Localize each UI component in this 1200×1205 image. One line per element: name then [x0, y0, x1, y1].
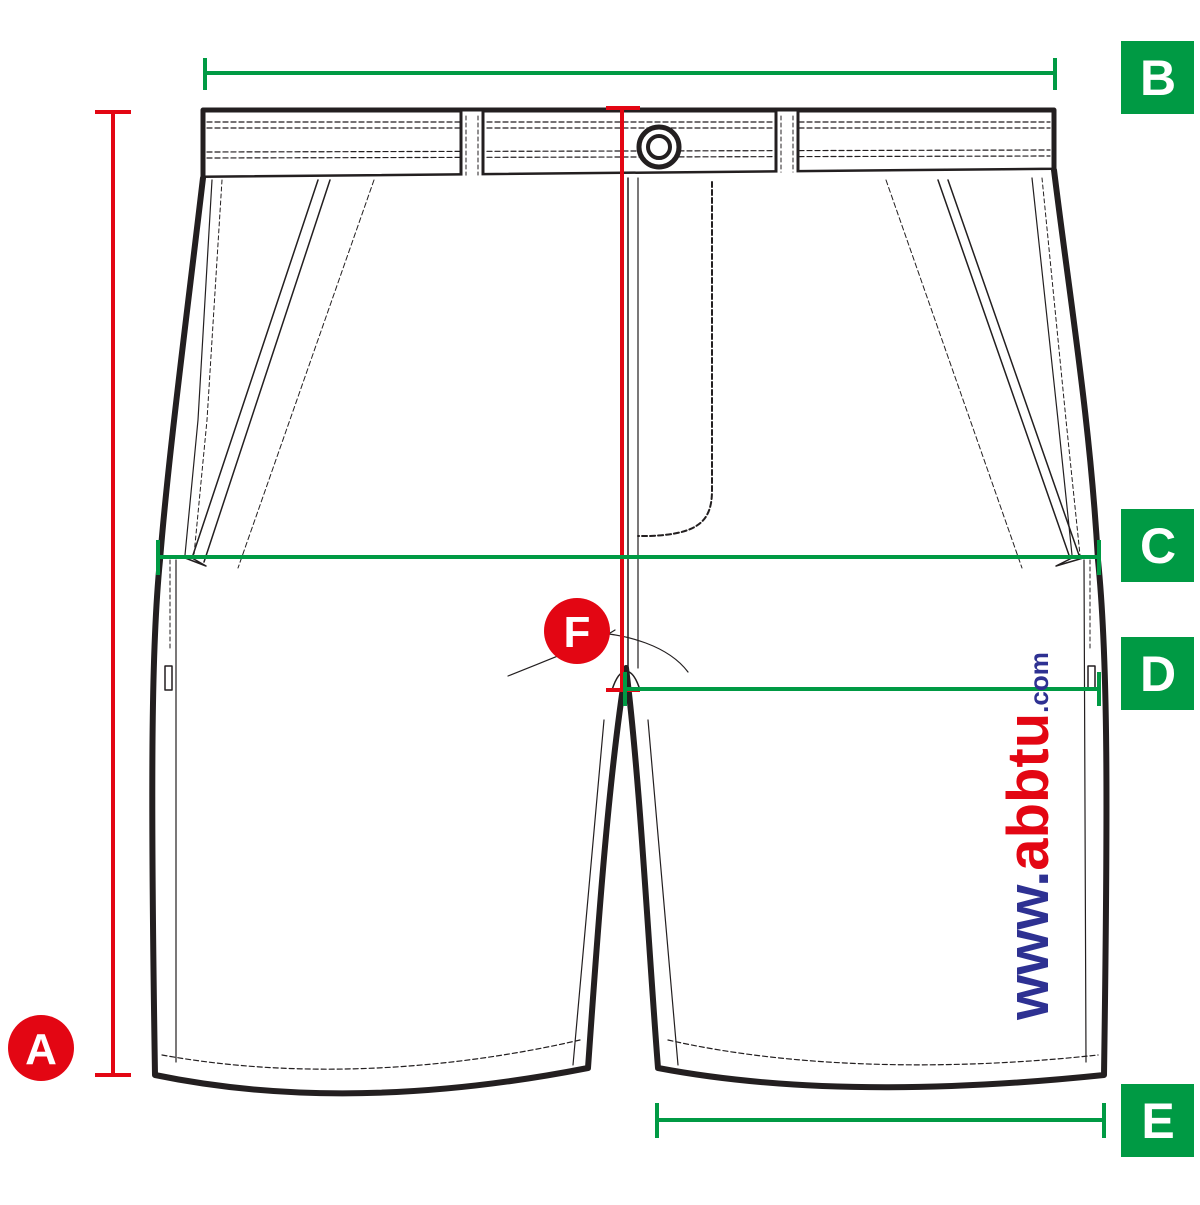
shorts-outline	[149, 167, 1110, 1097]
label-d-text: D	[1140, 646, 1176, 702]
watermark-suffix: .com	[1024, 652, 1054, 713]
label-badge-f: F	[544, 598, 610, 664]
watermark-prefix: www.	[996, 871, 1061, 1021]
measure-line-c	[156, 540, 1101, 575]
label-b-text: B	[1140, 50, 1176, 106]
left-pocket	[179, 179, 375, 569]
watermark-brand: abbtu	[996, 713, 1061, 871]
label-badge-e: E	[1121, 1084, 1194, 1157]
label-e-text: E	[1141, 1093, 1174, 1149]
measure-line-e	[655, 1103, 1106, 1138]
label-badge-b: B	[1121, 41, 1194, 114]
label-a-text: A	[25, 1025, 57, 1074]
measure-line-b	[203, 58, 1057, 90]
shorts-drawing	[149, 107, 1110, 1097]
label-f-text: F	[564, 608, 591, 657]
watermark: www.abbtu.com	[996, 652, 1061, 1021]
label-c-text: C	[1140, 518, 1176, 574]
right-pocket	[885, 179, 1091, 569]
measure-line-d	[623, 672, 1101, 706]
measure-line-a	[95, 110, 131, 1077]
svg-text:www.abbtu.com: www.abbtu.com	[996, 652, 1061, 1021]
label-badge-a: A	[8, 1015, 74, 1081]
label-badge-c: C	[1121, 509, 1194, 582]
label-badge-d: D	[1121, 637, 1194, 710]
waist-button	[636, 124, 682, 170]
waistband	[200, 107, 1057, 181]
fly-zipper	[627, 177, 713, 669]
